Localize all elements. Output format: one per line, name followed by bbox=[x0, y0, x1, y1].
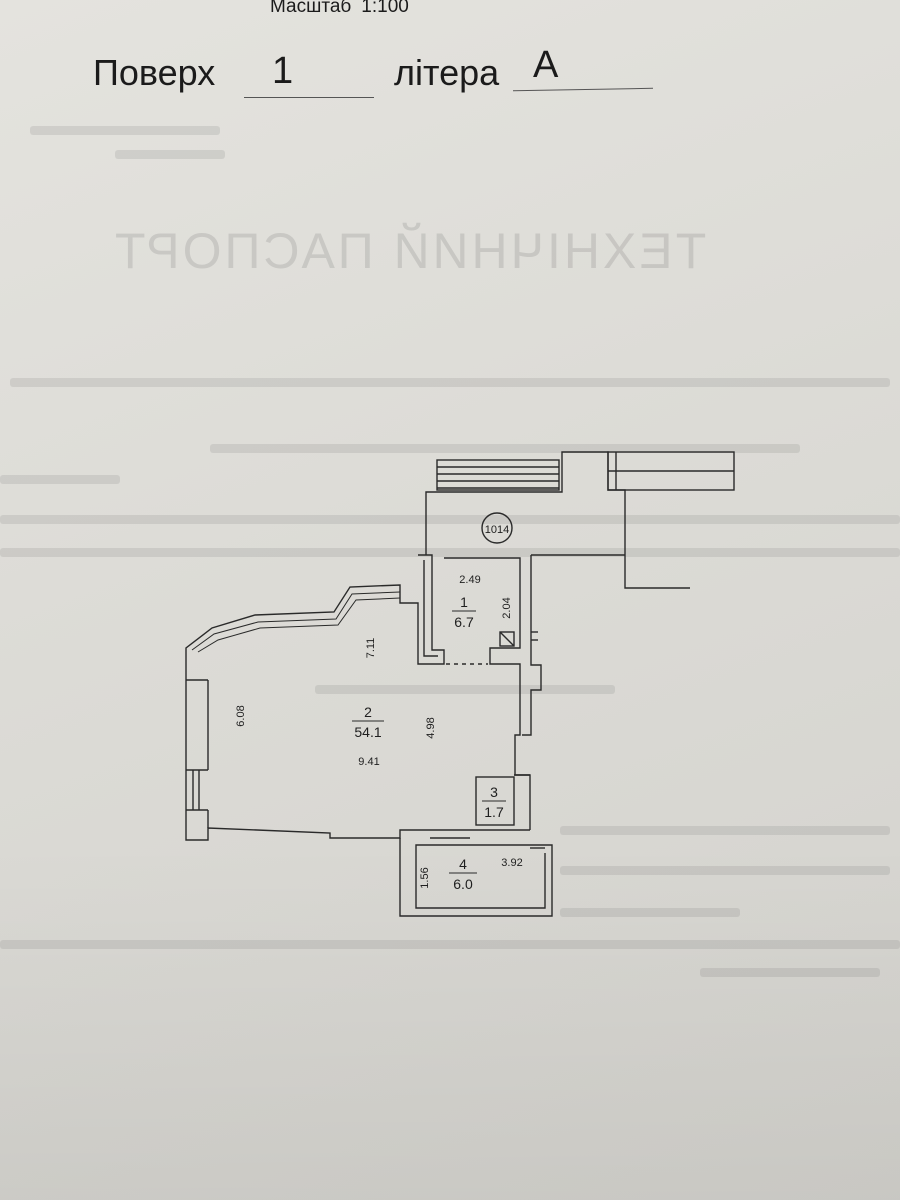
room-4-walls bbox=[399, 838, 553, 917]
dimension-label: 1.56 bbox=[419, 867, 431, 888]
room-1-number: 1 bbox=[460, 594, 468, 610]
floor-underline bbox=[244, 97, 374, 98]
scale-caption: Масштаб 1:100 bbox=[270, 0, 409, 18]
litera-value: А bbox=[533, 44, 559, 86]
dimension-label: 3.92 bbox=[501, 857, 522, 869]
upper-lobby-outline bbox=[425, 451, 690, 589]
scale-value: 1:100 bbox=[361, 0, 409, 17]
entrance-stairs bbox=[436, 459, 560, 491]
dimension-label: 7.11 bbox=[365, 638, 377, 659]
room-4-number: 4 bbox=[459, 856, 467, 872]
room-3-number: 3 bbox=[490, 784, 498, 800]
room-1-area: 6.7 bbox=[454, 614, 474, 630]
floor-value: 1 bbox=[272, 50, 294, 92]
room-4-area: 6.0 bbox=[453, 876, 473, 892]
dimension-label: 6.08 bbox=[235, 705, 247, 726]
scale-label: Масштаб bbox=[270, 0, 352, 17]
dimension-label: 4.98 bbox=[425, 717, 437, 738]
litera-label: літера bbox=[394, 52, 500, 93]
outer-wall bbox=[185, 554, 530, 841]
room-3-area: 1.7 bbox=[484, 804, 504, 820]
room-1-walls bbox=[444, 557, 530, 776]
dimension-label: 2.04 bbox=[501, 597, 513, 618]
dimension-label: 9.41 bbox=[358, 756, 379, 768]
room-3-walls bbox=[475, 776, 515, 826]
floor-label: Поверх bbox=[93, 52, 216, 93]
building-number-circle bbox=[481, 512, 513, 544]
side-ramp bbox=[607, 451, 735, 491]
building-number: 1014 bbox=[485, 524, 509, 536]
inner-wall bbox=[423, 560, 438, 657]
dimension-label: 2.49 bbox=[459, 574, 480, 586]
room-2-area: 54.1 bbox=[354, 724, 381, 740]
room-2-number: 2 bbox=[364, 704, 372, 720]
